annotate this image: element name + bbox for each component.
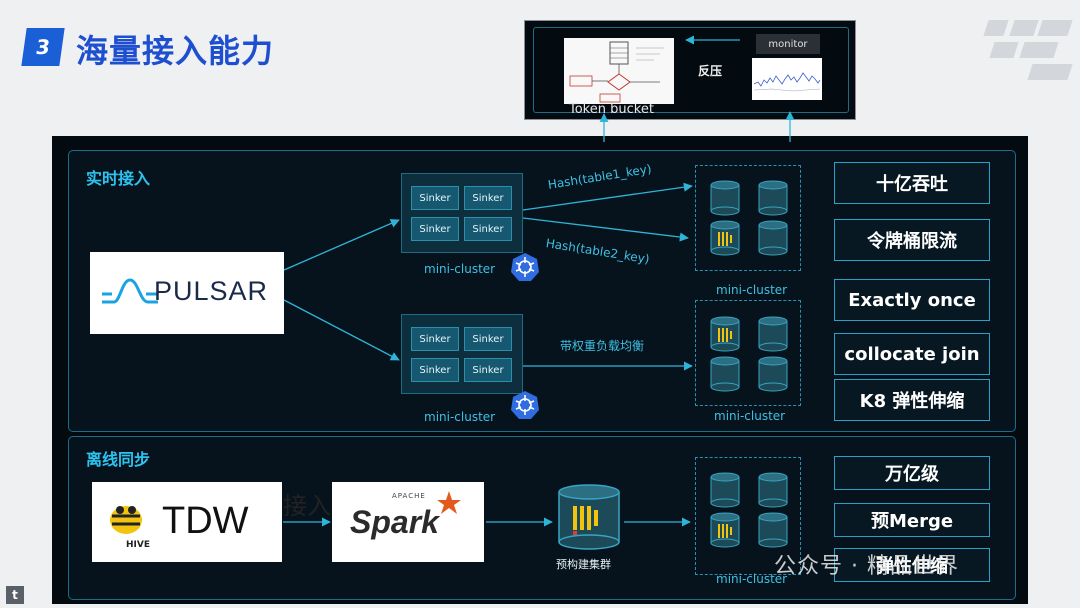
decor-block: [1037, 20, 1073, 36]
sinker-node: Sinker: [411, 358, 459, 382]
mini-cluster-box: [695, 300, 801, 406]
monitor-panel: Token bucket 反压 monitor: [524, 20, 856, 120]
active-storage-node-icon: [710, 316, 740, 352]
spark-logo: APACHE Spark: [332, 482, 484, 562]
active-storage-node-icon: [710, 512, 740, 548]
prebuild-cluster-label: 预构建集群: [556, 558, 611, 571]
access-label: 接入: [283, 492, 331, 520]
sinker-node: Sinker: [464, 358, 512, 382]
cluster-label: mini-cluster: [424, 410, 496, 424]
kubernetes-icon: [511, 253, 539, 281]
page-title: 海量接入能力: [76, 32, 275, 70]
sinker-node: Sinker: [411, 327, 459, 351]
storage-node-icon: [710, 356, 740, 392]
feature-box: collocate join: [834, 333, 990, 375]
feature-box: 预Merge: [834, 503, 990, 537]
sinker-node: Sinker: [464, 217, 512, 241]
realtime-title: 实时接入: [86, 169, 151, 188]
offline-title: 离线同步: [86, 450, 151, 469]
storage-node-icon: [758, 180, 788, 216]
decor-block: [983, 20, 1009, 36]
feature-box: Exactly once: [834, 279, 990, 321]
tdw-text: TDW: [162, 500, 249, 542]
cluster-label: mini-cluster: [714, 409, 786, 423]
monitor-line-graph: [753, 72, 821, 92]
hive-bee-icon: [110, 506, 142, 534]
feature-box: 万亿级: [834, 456, 990, 490]
mini-cluster-box: [695, 165, 801, 271]
edge-label-weighted-balance: 带权重负载均衡: [560, 339, 645, 353]
sinker-node: Sinker: [411, 217, 459, 241]
tdw-logo: HIVE TDW: [92, 482, 282, 562]
monitor-label: monitor: [756, 34, 820, 54]
sinker-group-1: Sinker Sinker Sinker Sinker: [401, 173, 523, 253]
spark-star-icon: [437, 491, 461, 514]
section-number-badge: 3: [21, 28, 65, 66]
corner-logo-icon: t: [6, 586, 24, 604]
decor-block: [989, 42, 1019, 58]
spark-apache-text: APACHE: [392, 492, 426, 500]
mini-cluster-box: [695, 457, 801, 575]
kubernetes-icon: [511, 391, 539, 419]
feature-box: 十亿吞吐: [834, 162, 990, 204]
cluster-label: mini-cluster: [716, 283, 788, 297]
monitor-graph: [752, 58, 822, 100]
token-bucket-diagram-graphic: [569, 41, 664, 103]
decor-block: [1027, 64, 1073, 80]
storage-node-icon: [758, 512, 788, 548]
feature-box: K8 弹性伸缩: [834, 379, 990, 421]
cluster-label: mini-cluster: [716, 572, 788, 586]
storage-node-icon: [758, 316, 788, 352]
storage-node-icon: [758, 472, 788, 508]
storage-node-icon: [758, 356, 788, 392]
cluster-label: mini-cluster: [424, 262, 496, 276]
watermark: 公众号 · 精品世界: [774, 554, 959, 579]
decor-block: [1019, 42, 1059, 58]
monitor-inner-frame: Token bucket 反压 monitor: [533, 27, 849, 117]
active-storage-node-icon: [710, 220, 740, 256]
token-bucket-diagram: [564, 38, 674, 104]
storage-node-icon: [710, 180, 740, 216]
token-bucket-label: Token bucket: [569, 102, 654, 117]
feature-box: 弹性伸缩: [834, 548, 990, 582]
pulsar-wave-icon: [102, 278, 158, 304]
hive-text: HIVE: [126, 540, 150, 550]
storage-node-icon: [710, 472, 740, 508]
sinker-node: Sinker: [411, 186, 459, 210]
sinker-node: Sinker: [464, 327, 512, 351]
prebuild-cluster-icon: [558, 484, 620, 550]
feature-box: 令牌桶限流: [834, 219, 990, 261]
backpressure-label: 反压: [698, 64, 723, 78]
decor-block: [1009, 20, 1039, 36]
spark-text: Spark: [350, 504, 439, 540]
sinker-node: Sinker: [464, 186, 512, 210]
storage-node-icon: [758, 220, 788, 256]
sinker-group-2: Sinker Sinker Sinker Sinker: [401, 314, 523, 394]
pulsar-text: PULSAR: [154, 276, 269, 306]
pulsar-logo: PULSAR: [90, 252, 284, 334]
section-number: 3: [34, 35, 52, 59]
